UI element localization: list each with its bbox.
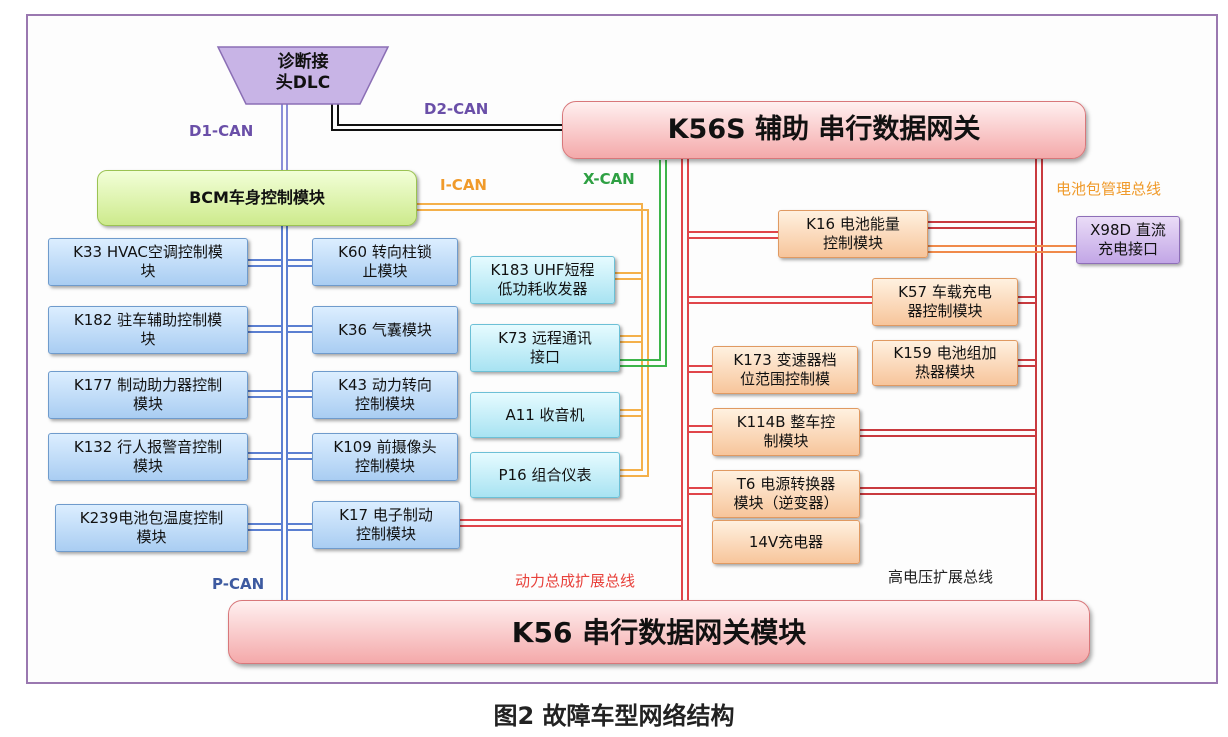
label-d1-can: D1-CAN bbox=[189, 122, 254, 140]
p-can-bus-lines bbox=[248, 195, 312, 612]
dlc-connector-shape bbox=[216, 46, 390, 105]
module-k16: K16 电池能量 控制模块 bbox=[778, 210, 928, 258]
label-hv-bus: 高电压扩展总线 bbox=[888, 568, 994, 586]
module-k182: K182 驻车辅助控制模 块 bbox=[48, 306, 248, 354]
powertrain-bus-lines bbox=[460, 158, 875, 603]
label-d2-can: D2-CAN bbox=[424, 100, 489, 118]
module-14v-charger: 14V充电器 bbox=[712, 520, 860, 564]
module-p16: P16 组合仪表 bbox=[470, 452, 620, 498]
d2-can-bus-lines bbox=[331, 104, 564, 131]
x-can-bus-lines bbox=[620, 160, 667, 367]
module-k177: K177 制动助力器控制 模块 bbox=[48, 371, 248, 419]
label-powertrain-bus: 动力总成扩展总线 bbox=[515, 572, 636, 590]
i-can-bus-lines bbox=[416, 203, 649, 477]
connector-x98d: X98D 直流 充电接口 bbox=[1076, 216, 1180, 264]
module-k43: K43 动力转向 控制模块 bbox=[312, 371, 458, 419]
module-a11: A11 收音机 bbox=[470, 392, 620, 438]
module-k159: K159 电池组加 热器模块 bbox=[872, 340, 1018, 386]
label-i-can: I-CAN bbox=[440, 176, 487, 194]
module-k17: K17 电子制动 控制模块 bbox=[312, 501, 460, 549]
dlc-connector: 诊断接 头DLC bbox=[275, 52, 331, 94]
module-k60: K60 转向柱锁 止模块 bbox=[312, 238, 458, 286]
gateway-aux-k56s: K56S 辅助 串行数据网关 bbox=[562, 101, 1086, 159]
label-x-can: X-CAN bbox=[583, 170, 635, 188]
module-k73: K73 远程通讯 接口 bbox=[470, 324, 620, 372]
module-k36: K36 气囊模块 bbox=[312, 306, 458, 354]
module-t6: T6 电源转换器 模块（逆变器） bbox=[712, 470, 860, 518]
module-k57: K57 车载充电 器控制模块 bbox=[872, 278, 1018, 326]
module-k239: K239电池包温度控制 模块 bbox=[55, 504, 248, 552]
d1-can-bus-lines bbox=[281, 104, 288, 172]
module-k109: K109 前摄像头 控制模块 bbox=[312, 433, 458, 481]
module-k173: K173 变速器档 位范围控制模 bbox=[712, 346, 858, 394]
module-k114b: K114B 整车控 制模块 bbox=[712, 408, 860, 456]
bcm-module: BCM车身控制模块 bbox=[97, 170, 417, 226]
label-battery-bus: 电池包管理总线 bbox=[1056, 180, 1162, 198]
figure-caption: 图2 故障车型网络结构 bbox=[493, 702, 735, 730]
battery-bus-lines bbox=[928, 245, 1078, 253]
label-p-can: P-CAN bbox=[212, 575, 265, 593]
gateway-main-k56: K56 串行数据网关模块 bbox=[228, 600, 1090, 664]
module-k183: K183 UHF短程 低功耗收发器 bbox=[470, 256, 615, 304]
hv-bus-lines bbox=[860, 158, 1043, 603]
module-k33: K33 HVAC空调控制模 块 bbox=[48, 238, 248, 286]
module-k132: K132 行人报警音控制 模块 bbox=[48, 433, 248, 481]
